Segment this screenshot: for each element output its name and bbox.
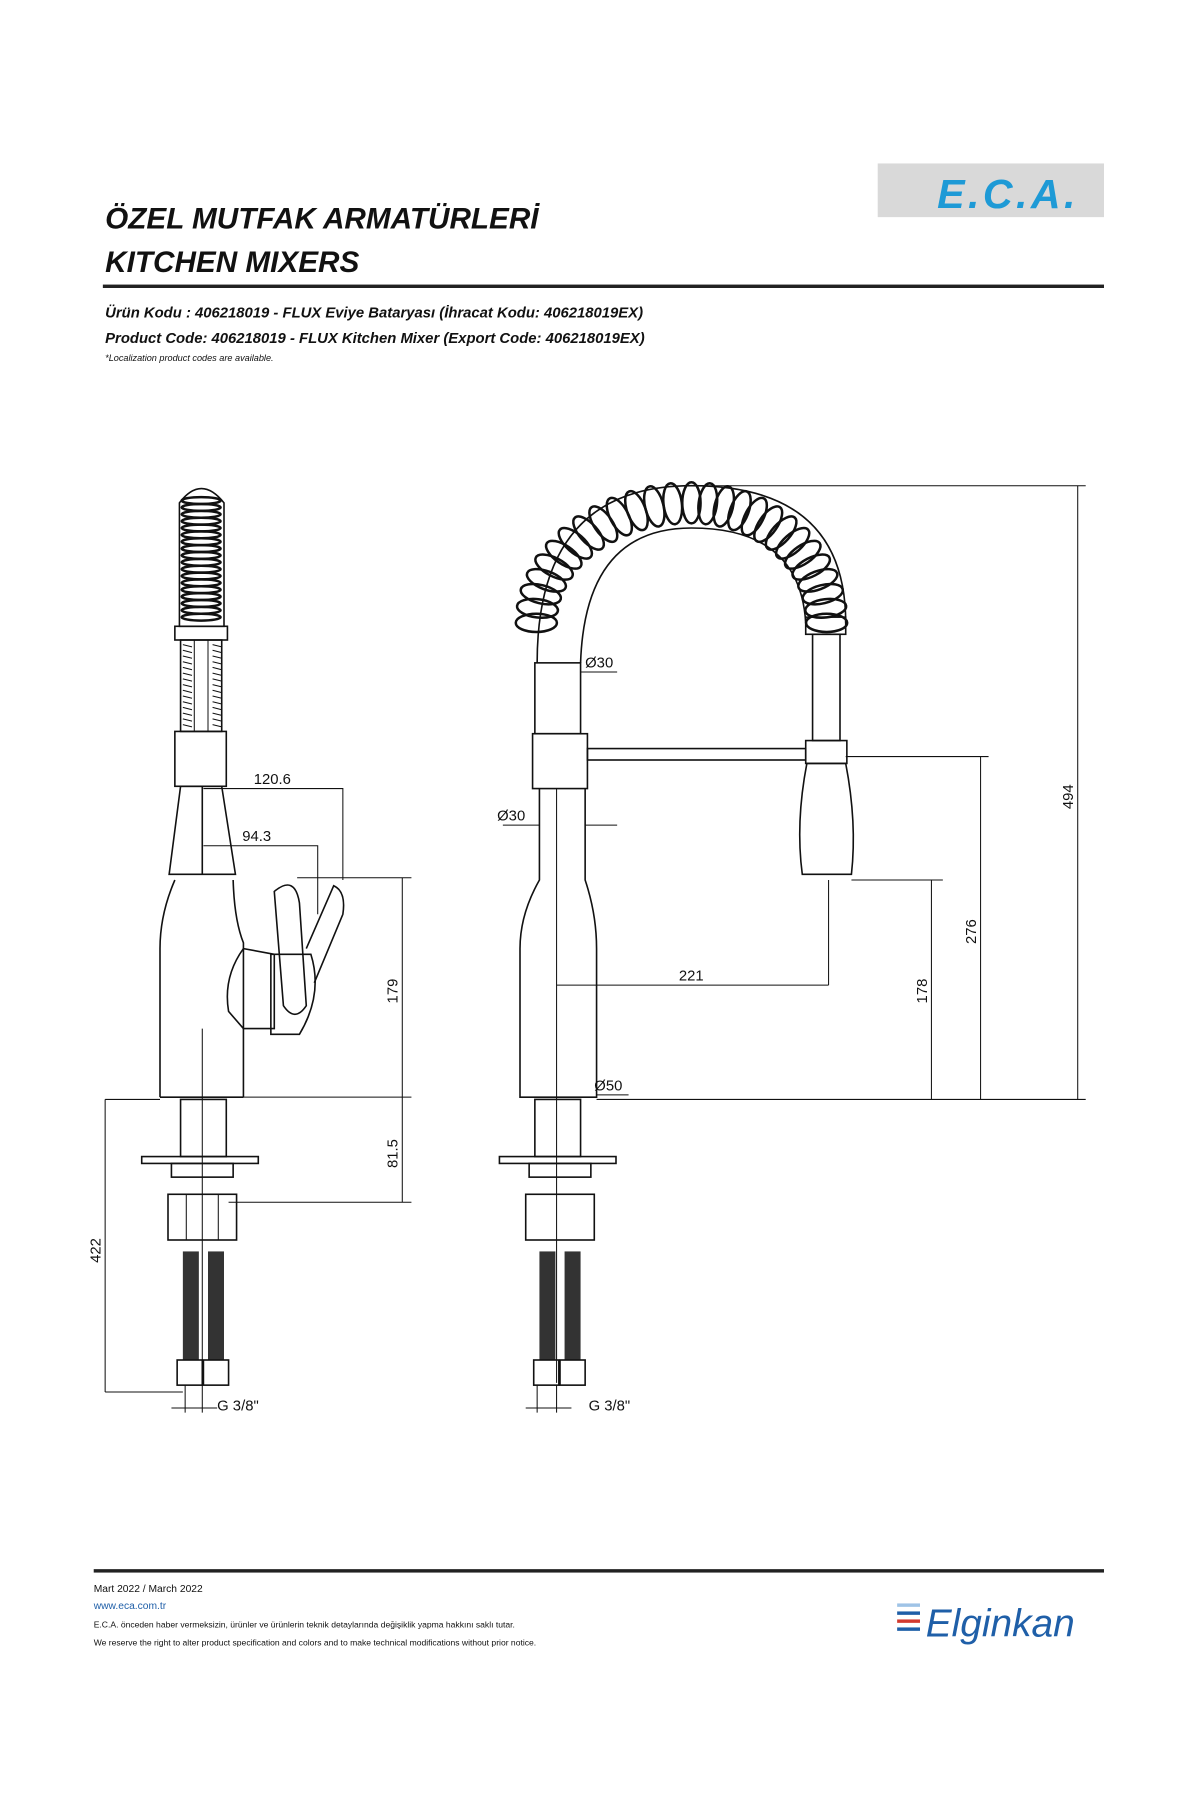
disclaimer-en: We reserve the right to alter product sp…: [94, 1638, 536, 1648]
thread-spec: G 3/8": [589, 1398, 631, 1414]
spring-coil: [182, 695, 193, 699]
spring-coil: [212, 706, 222, 711]
spring-coil: [182, 661, 193, 665]
elginkan-logo: Elginkan: [897, 1603, 1075, 1646]
header-divider: [102, 284, 1105, 288]
spring-coil: [697, 482, 719, 526]
svg-text:Elginkan: Elginkan: [926, 1603, 1075, 1646]
disclaimer-tr: E.C.A. önceden haber vermeksizin, ürünle…: [94, 1619, 515, 1629]
spring-coil: [212, 672, 222, 676]
product-code-en: Product Code: 406218019 - FLUX Kitchen M…: [105, 331, 645, 347]
spring-coil: [726, 489, 752, 532]
spring-coil: [212, 712, 222, 716]
footer-divider: [93, 1569, 1104, 1573]
spring-coil: [515, 597, 560, 620]
spring-coil: [182, 689, 193, 694]
front-view-drawing: Ø30 Ø30 Ø50 221 178 276 494 G 3/8": [497, 481, 1086, 1414]
dim-178: 178: [915, 979, 931, 1004]
dim-hose-diameter: Ø30: [585, 655, 613, 671]
spring-coil: [797, 567, 839, 593]
localization-note: *Localization product codes are availabl…: [105, 353, 273, 363]
page-title-en: KITCHEN MIXERS: [105, 246, 359, 279]
spring-coil: [753, 505, 784, 544]
spring-coil: [182, 666, 193, 671]
spring-coil: [801, 582, 845, 606]
dim-94-3: 94.3: [242, 829, 271, 845]
spring-coil: [212, 718, 222, 722]
spring-coil: [182, 712, 193, 716]
spring-coil: [774, 526, 811, 560]
spring-coil: [182, 684, 193, 688]
spring-coil: [557, 526, 594, 560]
dim-120-6: 120.6: [254, 772, 291, 788]
spring-coil: [740, 496, 769, 537]
spring-coil: [791, 553, 832, 581]
spring-coil: [212, 655, 222, 659]
side-view-drawing: 120.6 94.3 179 81.5 422 G 3/8": [89, 487, 412, 1414]
spring-coil: [182, 724, 193, 728]
svg-text:E.C.A.: E.C.A.: [937, 171, 1079, 217]
spring-coil: [519, 582, 563, 606]
spring-coil: [681, 481, 702, 525]
spring-coil: [212, 644, 222, 648]
dim-276: 276: [964, 919, 980, 944]
dim-422: 422: [89, 1238, 105, 1263]
dim-base-diameter: Ø50: [594, 1078, 622, 1094]
spring-coil: [544, 539, 583, 570]
spring-coil: [182, 718, 193, 722]
spring-coil: [525, 567, 568, 593]
spring-coil: [182, 644, 193, 648]
spring-coil: [212, 666, 222, 671]
page-title-tr: ÖZEL MUTFAK ARMATÜRLERİ: [105, 203, 540, 236]
spring-coil: [783, 539, 822, 570]
dim-81-5: 81.5: [386, 1139, 402, 1168]
product-code-tr: Ürün Kodu : 406218019 - FLUX Eviye Batar…: [105, 305, 643, 322]
spring-coil: [182, 706, 193, 711]
revision-date: Mart 2022 / March 2022: [94, 1584, 203, 1595]
spring-coil: [212, 649, 222, 654]
spring-coil: [534, 553, 575, 581]
spring-coil: [182, 672, 193, 676]
spring-coil: [182, 701, 193, 705]
spring-coil: [764, 515, 798, 551]
spring-coil: [514, 612, 559, 634]
spring-coil: [212, 684, 222, 688]
spring-coil: [182, 678, 193, 682]
website-link[interactable]: www.eca.com.tr: [93, 1601, 167, 1612]
spring-coil: [712, 485, 736, 528]
spring-coil: [182, 655, 193, 659]
dim-494: 494: [1061, 784, 1077, 809]
spring-coil: [212, 724, 222, 728]
spring-coil: [605, 496, 634, 537]
spring-coil: [212, 695, 222, 699]
eca-logo: E.C.A.: [877, 163, 1104, 218]
spring-coil: [212, 701, 222, 705]
spring-coil: [180, 612, 222, 622]
dim-body-diameter: Ø30: [497, 809, 525, 825]
spring-coil: [212, 689, 222, 694]
spring-coil: [212, 678, 222, 682]
spring-coil: [212, 661, 222, 665]
dim-179: 179: [386, 979, 402, 1004]
dim-221: 221: [679, 969, 704, 985]
spring-coil: [182, 649, 193, 654]
thread-spec: G 3/8": [217, 1398, 259, 1414]
